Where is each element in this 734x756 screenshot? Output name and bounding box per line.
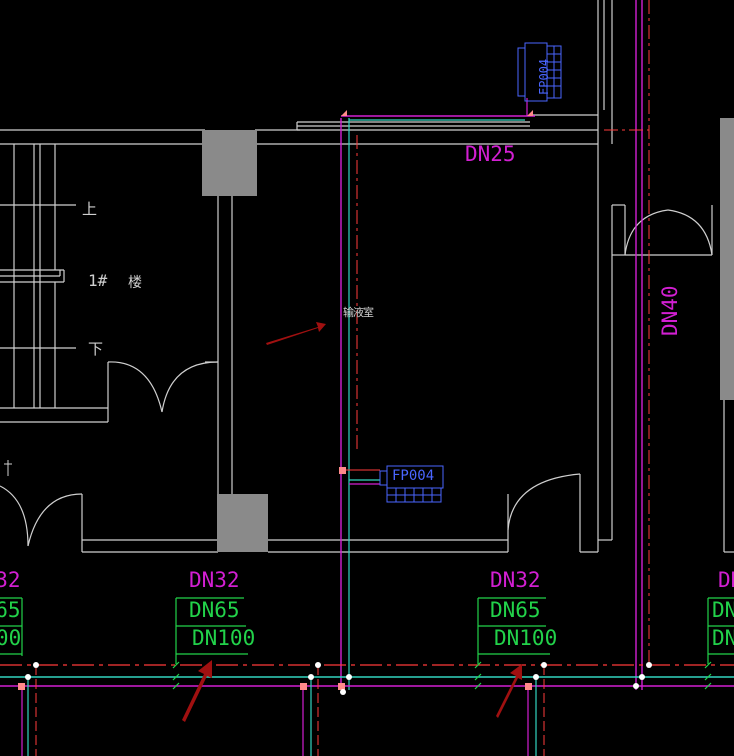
fp-top-label: FP004 — [537, 58, 551, 95]
dn-group-3-a: DN — [718, 568, 734, 592]
dn-group-1-b: DN65 — [189, 598, 240, 622]
dn40-label: DN40 — [658, 285, 682, 336]
stair-word-label: 楼 — [128, 275, 142, 291]
dn-group-1-a: DN32 — [189, 568, 240, 592]
dn-group-3-c: DN — [712, 626, 734, 650]
dn-group-1-c: DN100 — [192, 626, 256, 650]
label-leaders — [0, 597, 734, 664]
dn-group-0-a: DN32 — [0, 568, 21, 592]
walls — [0, 0, 734, 553]
dn-group-0-b: DN65 — [0, 598, 21, 622]
pipe-nodes — [18, 110, 652, 695]
dn-group-0-c: DN100 — [0, 626, 22, 650]
arrow-room — [266, 322, 326, 345]
dn-group-2-a: DN32 — [490, 568, 541, 592]
dn-group-2-b: DN65 — [490, 598, 541, 622]
dn-group-3-b: DN — [712, 598, 734, 622]
fp-mid-label: FP004 — [392, 468, 435, 484]
vertical-pipes — [340, 0, 650, 690]
arrow-right — [496, 664, 522, 718]
main-pipes — [0, 664, 734, 756]
column-right — [720, 118, 734, 400]
stair-down-label: 下 — [88, 340, 104, 358]
fan-coil-top — [517, 42, 562, 102]
room-name-label: 输液室 — [343, 306, 374, 319]
column-bottom — [217, 494, 268, 552]
fan-coil-mid — [379, 465, 444, 503]
dn-group-2-c: DN100 — [494, 626, 558, 650]
dn25-label: DN25 — [465, 142, 516, 166]
stair-number-label: 1# — [88, 271, 108, 290]
stair-up-label: 上 — [82, 200, 98, 218]
arrow-left — [182, 660, 212, 722]
column-top — [202, 130, 257, 196]
pipe-break-marks — [172, 661, 712, 690]
annotation-arrows — [182, 322, 522, 722]
